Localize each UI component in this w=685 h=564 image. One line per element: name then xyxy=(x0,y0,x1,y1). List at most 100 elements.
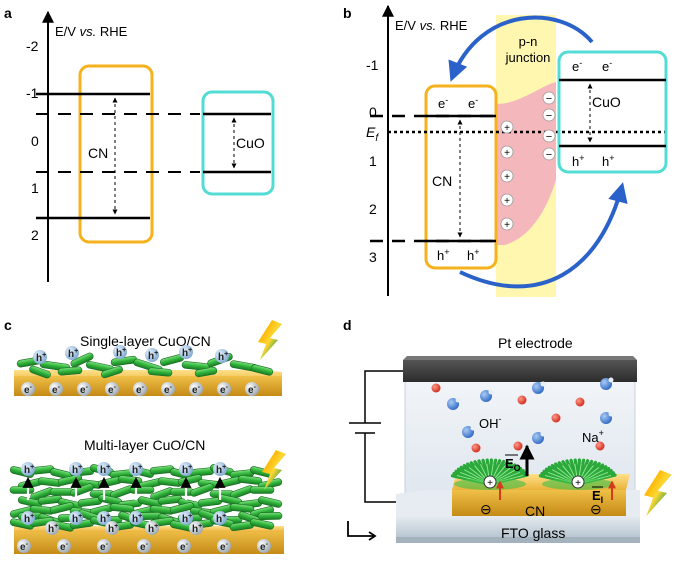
cuo-electrons: e- e- xyxy=(572,58,612,74)
svg-text:+: + xyxy=(504,123,510,134)
electron-carrier: e- xyxy=(217,539,231,553)
panel-a-axis-title: E/V vs. RHE xyxy=(55,24,128,39)
hole-carrier: h+ xyxy=(145,348,159,362)
svg-text:e-: e- xyxy=(220,541,229,553)
cn-electrons: e- e- xyxy=(438,95,478,111)
svg-text:e-: e- xyxy=(80,384,89,396)
svg-text:h+: h+ xyxy=(182,347,192,359)
minus-sign: ⊖ xyxy=(480,501,492,517)
electron-carrier: e- xyxy=(77,382,91,396)
hole-carrier: h+ xyxy=(21,462,35,476)
minus-sign: ⊖ xyxy=(590,501,602,517)
svg-text:+: + xyxy=(504,220,510,231)
tick-label: -1 xyxy=(366,57,379,73)
junction-label-line2: junction xyxy=(505,50,551,65)
hydrogen-atom xyxy=(608,377,614,383)
svg-text:h+: h+ xyxy=(218,351,228,363)
electron-carrier: e- xyxy=(97,539,111,553)
cuo-nanorod xyxy=(57,366,83,376)
svg-text:e-: e- xyxy=(260,541,269,553)
svg-text:−: − xyxy=(546,131,552,143)
light-bolt-icon xyxy=(644,470,672,516)
panel-d-letter: d xyxy=(343,317,352,333)
hole-carrier: h+ xyxy=(65,346,79,360)
electron-carrier: e- xyxy=(245,382,259,396)
electron-carrier: e- xyxy=(21,382,35,396)
electron-label: e- xyxy=(438,95,448,111)
hole-carrier: h+ xyxy=(179,511,193,525)
svg-text:−: − xyxy=(546,110,552,122)
panel-a-letter: a xyxy=(4,5,12,21)
cuo-nanorod xyxy=(250,364,274,376)
svg-text:+: + xyxy=(575,478,581,489)
cuo-nanorod xyxy=(70,352,94,368)
hole-carrier: h+ xyxy=(129,511,143,525)
tick-label: 2 xyxy=(369,201,377,217)
svg-text:h+: h+ xyxy=(72,464,82,476)
hydroxide-label: OH- xyxy=(479,414,502,431)
svg-text:h+: h+ xyxy=(216,513,226,525)
tick-label: 2 xyxy=(31,227,39,243)
electron-carrier: e- xyxy=(137,539,151,553)
hole-carrier: h+ xyxy=(179,462,193,476)
svg-text:h+: h+ xyxy=(108,523,118,535)
svg-text:h+: h+ xyxy=(68,348,78,360)
minus-charge: − xyxy=(542,91,556,105)
panel-b-axis-title: E/V vs. RHE xyxy=(395,18,468,33)
hydrogen-atom xyxy=(470,425,476,431)
single-layer-title: Single-layer CuO/CN xyxy=(80,333,211,349)
plus-charge: + xyxy=(500,193,514,207)
plus-charge: + xyxy=(500,145,514,159)
svg-text:e-: e- xyxy=(108,384,117,396)
electron-carrier: e- xyxy=(257,539,271,553)
hole-transfer-arrow xyxy=(459,182,628,289)
svg-text:h+: h+ xyxy=(192,523,202,535)
minus-charge: − xyxy=(542,108,556,122)
electron-carrier: e- xyxy=(161,382,175,396)
hydrogen-atom xyxy=(540,381,546,387)
tick-label: 1 xyxy=(369,153,377,169)
hole-label: h+ xyxy=(437,247,450,263)
cuo-nanorod xyxy=(101,365,123,379)
minus-charge: − xyxy=(542,129,556,143)
svg-text:h+: h+ xyxy=(182,513,192,525)
tick-label: 3 xyxy=(369,249,377,265)
svg-text:e-: e- xyxy=(248,384,257,396)
negative-charges: − − − − xyxy=(542,91,556,161)
svg-text:e-: e- xyxy=(60,541,69,553)
electron-carrier: e- xyxy=(217,382,231,396)
electron-carrier: e- xyxy=(49,382,63,396)
svg-text:e-: e- xyxy=(100,541,109,553)
electron-carrier: e- xyxy=(105,382,119,396)
svg-text:e-: e- xyxy=(164,384,173,396)
cuo-nanorod xyxy=(194,366,218,378)
svg-text:e-: e- xyxy=(52,384,61,396)
sodium-ion xyxy=(471,443,481,453)
electron-carrier: e- xyxy=(133,382,147,396)
multi-layer-title: Multi-layer CuO/CN xyxy=(84,437,205,453)
sodium-ion xyxy=(595,441,605,451)
cuo-nanorod xyxy=(249,518,275,530)
minus-charge: − xyxy=(542,147,556,161)
cuo-nanorod xyxy=(147,367,173,377)
svg-text:h+: h+ xyxy=(100,464,110,476)
sodium-ion xyxy=(517,395,527,405)
fto-glass-label: FTO glass xyxy=(501,525,565,541)
svg-text:e-: e- xyxy=(136,384,145,396)
svg-text:h+: h+ xyxy=(148,523,158,535)
cuo-urchin: + xyxy=(538,458,617,490)
cuo-nanorod xyxy=(169,502,195,514)
svg-text:+: + xyxy=(504,196,510,207)
tick-label: 0 xyxy=(31,133,39,149)
panel-c-letter: c xyxy=(4,317,12,333)
hole-carrier: h+ xyxy=(97,462,111,476)
hole-carrier: h+ xyxy=(45,521,59,535)
svg-text:e-: e- xyxy=(24,384,33,396)
cn-band-box xyxy=(424,84,498,270)
panel-a-ticks: -2 -1 0 1 2 xyxy=(26,38,39,243)
cuo-band-box xyxy=(557,50,668,174)
tick-label: 1 xyxy=(31,180,39,196)
electron-carrier: e- xyxy=(177,539,191,553)
hole-carrier: h+ xyxy=(105,521,119,535)
tick-label: 0 xyxy=(369,104,377,120)
